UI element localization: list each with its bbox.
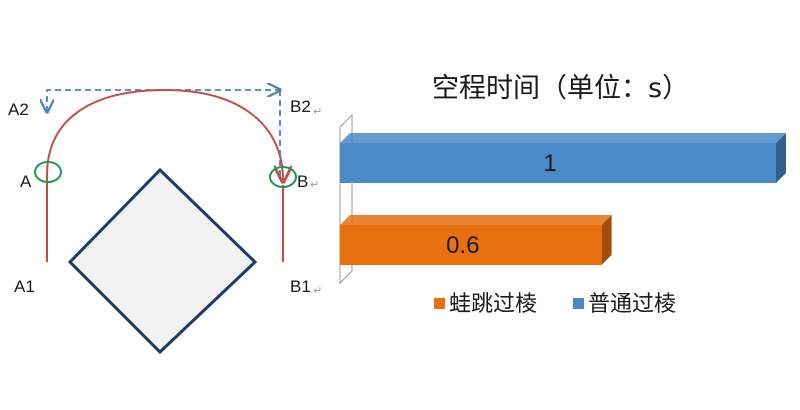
diamond-obstacle [67,167,258,355]
bar-side-frog [601,215,612,265]
path-diagram: A2 A A1 B2 ↵ B ↵ B1 ↵ [8,88,322,355]
circle-a [34,161,62,183]
legend-label-frog: 蛙跳过棱 [449,292,537,317]
bar-side-normal [776,133,786,183]
legend-swatch-normal [573,298,584,309]
label-b1: B1 [290,277,311,296]
label-a1: A1 [14,277,35,296]
return-mark-b2: ↵ [313,105,322,118]
bar-frog [340,225,602,265]
return-mark-b1: ↵ [313,284,322,297]
label-a2: A2 [8,100,29,119]
arc-path [46,88,283,262]
dashed-path [47,90,280,112]
bar-normal [340,143,776,183]
label-b: B [297,172,308,191]
bar-top-frog [340,215,612,225]
data-label-frog: 0.6 [446,232,479,259]
label-a: A [20,172,32,191]
return-mark-b: ↵ [310,178,319,191]
legend-swatch-frog [434,298,445,309]
label-b2: B2 [290,97,311,116]
circle-b [269,166,297,188]
bar-chart: 空程时间（单位：s） 10.6 蛙跳过棱 普通过棱 [339,73,786,317]
bars-group: 10.6 [340,133,786,265]
legend-label-normal: 普通过棱 [588,292,676,317]
legend: 蛙跳过棱 普通过棱 [434,292,676,317]
chart-title: 空程时间（单位：s） [432,73,689,104]
bar-top-normal [340,133,786,143]
data-label-normal: 1 [543,150,556,177]
